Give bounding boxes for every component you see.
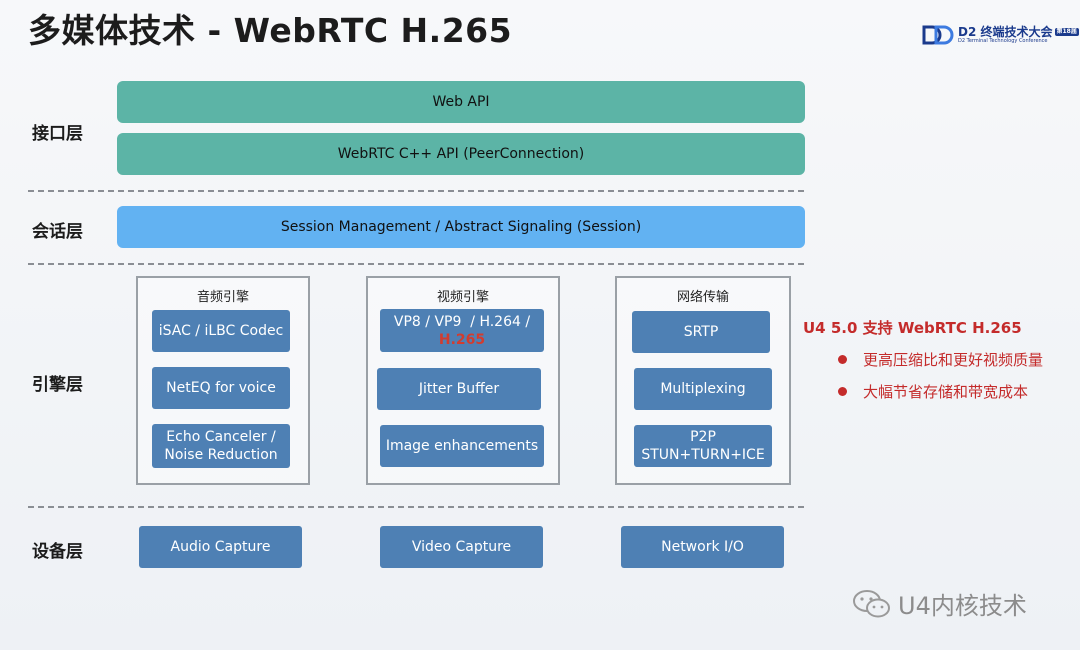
- layer-label-interface: 接口层: [32, 124, 83, 144]
- logo-name: D2 终端技术大会: [958, 25, 1053, 39]
- module-label: STUN+TURN+ICE: [641, 447, 765, 463]
- bullet-icon: [838, 387, 847, 396]
- layer-divider: [28, 263, 804, 265]
- web-api-bar: Web API: [117, 81, 805, 123]
- note-item: 大幅节省存储和带宽成本: [838, 381, 1028, 402]
- srtp-module: SRTP: [632, 311, 770, 353]
- conference-logo: D2 终端技术大会第18届 D2 Terminal Technology Con…: [922, 25, 1079, 45]
- network-transport-group: 网络传输 SRTP Multiplexing P2P STUN+TURN+ICE: [615, 276, 791, 485]
- isac-ilbc-codec-module: iSAC / iLBC Codec: [152, 310, 290, 352]
- watermark: U4内核技术: [852, 586, 1027, 621]
- module-label: Image enhancements: [385, 438, 539, 454]
- video-capture-module: Video Capture: [380, 526, 543, 568]
- layer-label-engine: 引擎层: [32, 375, 83, 395]
- module-label: Multiplexing: [660, 381, 746, 397]
- bullet-icon: [838, 355, 847, 364]
- session-bar: Session Management / Abstract Signaling …: [117, 206, 805, 248]
- watermark-text: U4内核技术: [898, 592, 1027, 620]
- audio-capture-module: Audio Capture: [139, 526, 302, 568]
- video-engine-title: 视频引擎: [436, 290, 489, 305]
- layer-label-device: 设备层: [32, 542, 83, 562]
- note-text: 大幅节省存储和带宽成本: [863, 383, 1029, 401]
- network-transport-title: 网络传输: [676, 290, 729, 305]
- module-label: Noise Reduction: [164, 447, 278, 463]
- module-label: Jitter Buffer: [418, 381, 500, 397]
- p2p-module: P2P STUN+TURN+ICE: [634, 425, 772, 467]
- layer-divider: [28, 506, 804, 508]
- module-label: SRTP: [683, 324, 719, 340]
- d2-logo-icon: [922, 25, 954, 45]
- u4-support-note-title: U4 5.0 支持 WebRTC H.265: [803, 319, 1022, 337]
- codec-list: VP8 / VP9 / H.264 /: [393, 313, 531, 330]
- jitter-buffer-module: Jitter Buffer: [377, 368, 541, 410]
- module-label: P2P: [690, 429, 716, 445]
- module-label: iSAC / iLBC Codec: [158, 323, 284, 339]
- slide-title: 多媒体技术 - WebRTC H.265: [28, 11, 513, 50]
- multiplexing-module: Multiplexing: [634, 368, 772, 410]
- neteq-module: NetEQ for voice: [152, 367, 290, 409]
- layer-label-session: 会话层: [32, 222, 83, 242]
- echo-noise-module: Echo Canceler / Noise Reduction: [152, 424, 290, 468]
- h265-highlight: H.265: [438, 331, 486, 348]
- module-label: NetEQ for voice: [166, 380, 276, 396]
- webrtc-cpp-api-bar: WebRTC C++ API (PeerConnection): [117, 133, 805, 175]
- module-label: Network I/O: [661, 539, 744, 555]
- logo-badge: 第18届: [1054, 28, 1079, 36]
- note-item: 更高压缩比和更好视频质量: [838, 349, 1043, 370]
- module-label: Echo Canceler /: [166, 429, 276, 445]
- audio-engine-title: 音频引擎: [196, 290, 249, 305]
- network-io-module: Network I/O: [621, 526, 784, 568]
- logo-subtitle: D2 Terminal Technology Conference: [958, 38, 1048, 44]
- layer-divider: [28, 190, 804, 192]
- note-text: 更高压缩比和更好视频质量: [863, 351, 1044, 369]
- module-label: Audio Capture: [170, 539, 271, 555]
- module-label: Video Capture: [411, 539, 512, 555]
- video-engine-group: 视频引擎 VP8 / VP9 / H.264 / H.265 Jitter Bu…: [366, 276, 560, 485]
- image-enhancements-module: Image enhancements: [380, 425, 544, 467]
- wechat-icon: [853, 589, 890, 617]
- audio-engine-group: 音频引擎 iSAC / iLBC Codec NetEQ for voice E…: [136, 276, 310, 485]
- video-codec-module: VP8 / VP9 / H.264 / H.265: [380, 309, 544, 352]
